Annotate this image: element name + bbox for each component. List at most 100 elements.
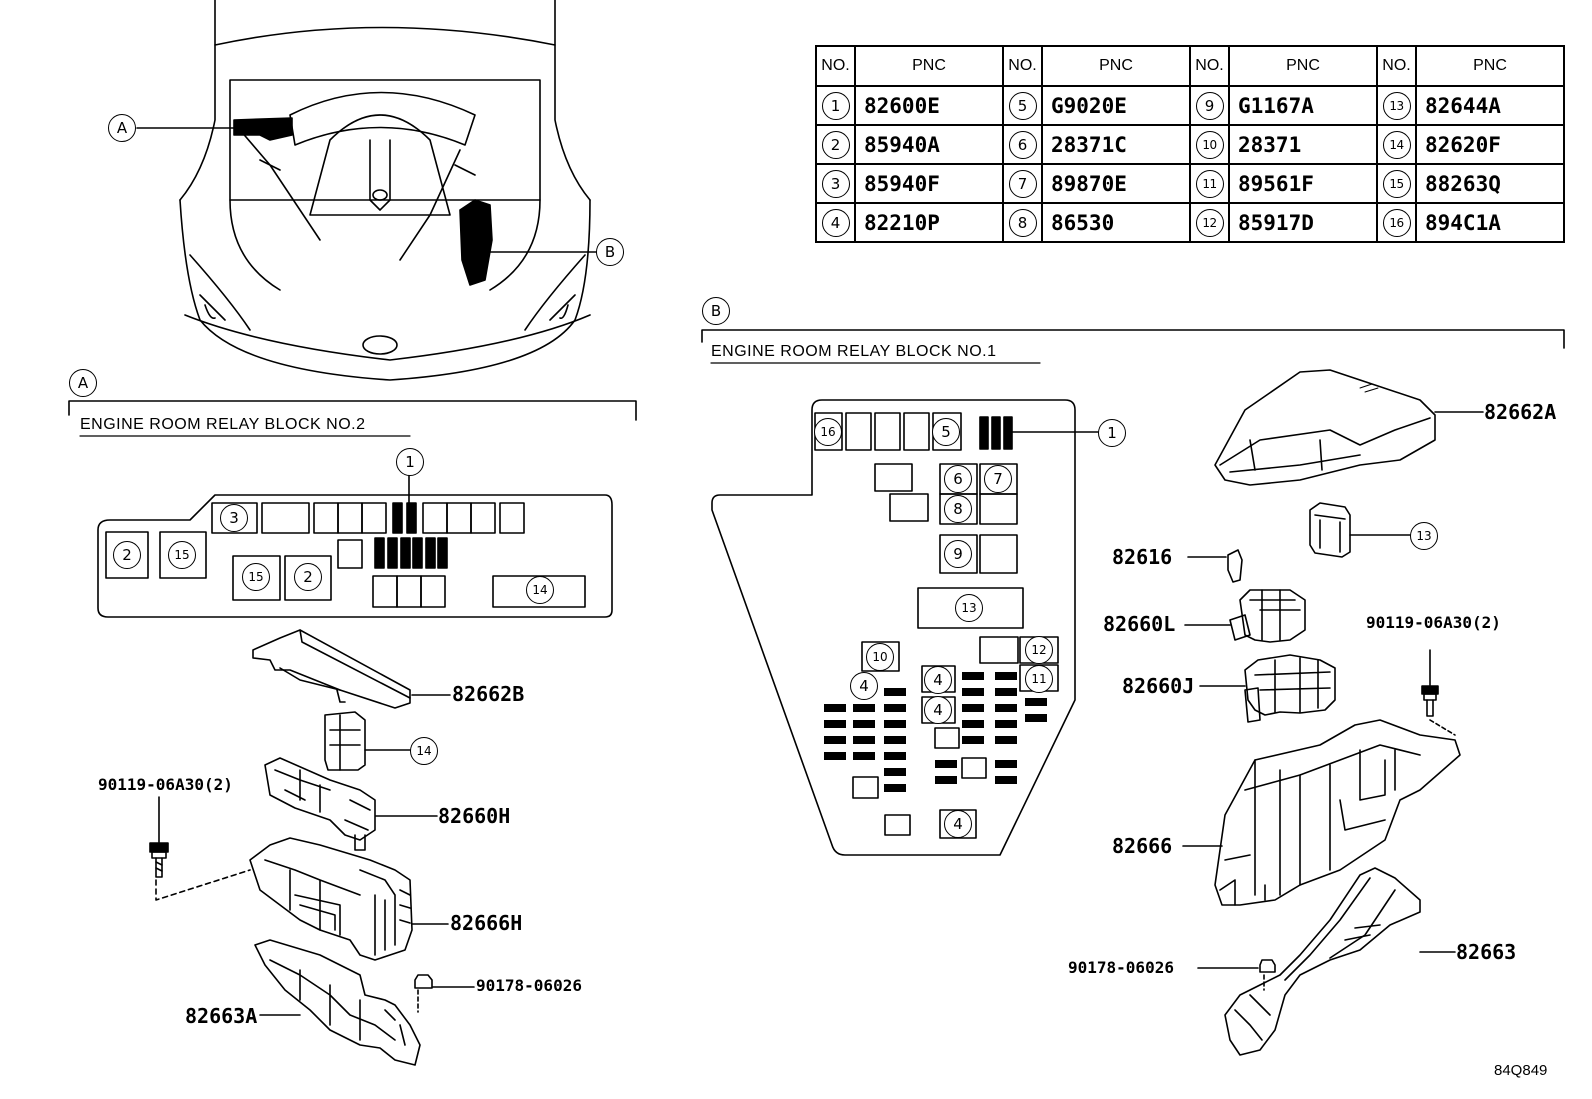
pnc-code: 85940A — [854, 124, 1004, 165]
block-callout: 7 — [984, 465, 1012, 493]
block-callout: 1 — [1098, 419, 1126, 447]
part-number-cover: 82662A — [1484, 400, 1557, 424]
part-number-block-l: 82660L — [1103, 612, 1176, 636]
item-number: 7 — [1008, 169, 1037, 198]
part-number-block: 82660H — [438, 804, 511, 828]
header-no: NO. — [1002, 45, 1043, 87]
section-a-title: ENGINE ROOM RELAY BLOCK NO.2 — [80, 416, 366, 433]
pnc-code: 28371 — [1228, 124, 1378, 165]
location-a-callout: A — [108, 114, 136, 142]
item-number: 2 — [821, 130, 850, 159]
location-b-callout: B — [596, 238, 624, 266]
part-callout-14: 14 — [410, 737, 438, 765]
block-callout: 8 — [944, 495, 972, 523]
pnc-code: 85940F — [854, 163, 1004, 204]
table-row: 2 85940A 6 28371C 10 28371 14 82620F — [815, 124, 1565, 165]
relay-block-1-parts — [1182, 369, 1484, 1056]
item-number: 6 — [1008, 130, 1037, 159]
pnc-code: 82620F — [1415, 124, 1565, 165]
block-callout: 16 — [814, 418, 842, 446]
item-number: 3 — [821, 169, 850, 198]
section-b-marker: B — [702, 297, 730, 325]
pnc-code: 89870E — [1041, 163, 1191, 204]
relay-block-2-parts — [149, 629, 475, 1066]
part-number-cover: 82662B — [452, 682, 525, 706]
item-number: 14 — [1382, 130, 1411, 159]
pnc-code: G9020E — [1041, 85, 1191, 126]
block-callout: 4 — [944, 810, 972, 838]
block-callout: 5 — [932, 418, 960, 446]
block-callout: 13 — [955, 594, 983, 622]
item-number: 9 — [1195, 91, 1224, 120]
illustration-id: 84Q849 — [1494, 1062, 1548, 1079]
header-no: NO. — [815, 45, 856, 87]
header-pnc: PNC — [854, 45, 1004, 87]
item-number: 12 — [1195, 208, 1224, 237]
part-number-housing: 82666 — [1112, 834, 1173, 858]
part-number-block-j: 82660J — [1122, 674, 1195, 698]
pnc-table: NO. PNC NO. PNC NO. PNC NO. PNC 1 82600E… — [815, 45, 1565, 243]
section-a-marker: A — [69, 369, 97, 397]
part-number-bolt: 90119-06A30(2) — [1366, 613, 1501, 632]
pnc-code: G1167A — [1228, 85, 1378, 126]
section-b-frame — [701, 329, 1565, 364]
pnc-code: 89561F — [1228, 163, 1378, 204]
section-b-title: ENGINE ROOM RELAY BLOCK NO.1 — [711, 343, 997, 360]
block-callout: 4 — [924, 696, 952, 724]
item-number: 15 — [1382, 169, 1411, 198]
block-callout: 10 — [866, 643, 894, 671]
part-number-bracket: 82663 — [1456, 940, 1517, 964]
section-a-frame — [68, 400, 637, 437]
part-callout-13: 13 — [1410, 522, 1438, 550]
part-number-bolt: 90119-06A30(2) — [98, 775, 233, 794]
header-no: NO. — [1189, 45, 1230, 87]
block-callout: 12 — [1025, 636, 1053, 664]
item-number: 11 — [1195, 169, 1224, 198]
part-number-nut: 90178-06026 — [1068, 958, 1174, 977]
item-number: 4 — [821, 208, 850, 237]
item-number: 10 — [1195, 130, 1224, 159]
item-number: 5 — [1008, 91, 1037, 120]
pnc-code: 894C1A — [1415, 202, 1565, 243]
pnc-code: 82210P — [854, 202, 1004, 243]
header-pnc: PNC — [1415, 45, 1565, 87]
header-no: NO. — [1376, 45, 1417, 87]
block-callout: 2 — [113, 541, 141, 569]
header-pnc: PNC — [1228, 45, 1378, 87]
item-number: 8 — [1008, 208, 1037, 237]
pnc-code: 82644A — [1415, 85, 1565, 126]
block-callout: 1 — [396, 448, 424, 476]
relay-block-1-layout — [711, 399, 1099, 856]
item-number: 1 — [821, 91, 850, 120]
part-number-nut: 90178-06026 — [476, 976, 582, 995]
table-row: 4 82210P 8 86530 12 85917D 16 894C1A — [815, 202, 1565, 243]
pnc-code: 86530 — [1041, 202, 1191, 243]
block-callout: 9 — [944, 540, 972, 568]
block-callout: 15 — [242, 563, 270, 591]
part-number-housing: 82666H — [450, 911, 523, 935]
item-number: 16 — [1382, 208, 1411, 237]
relay-block-2-layout — [97, 474, 613, 618]
table-header-row: NO. PNC NO. PNC NO. PNC NO. PNC — [815, 45, 1565, 87]
table-row: 3 85940F 7 89870E 11 89561F 15 88263Q — [815, 163, 1565, 204]
block-callout: 6 — [944, 465, 972, 493]
header-pnc: PNC — [1041, 45, 1191, 87]
part-number-bracket: 82663A — [185, 1004, 258, 1028]
item-number: 13 — [1382, 91, 1411, 120]
part-number-clip: 82616 — [1112, 545, 1173, 569]
block-callout: 3 — [220, 504, 248, 532]
vehicle-top-view — [136, 0, 603, 381]
block-callout: 11 — [1025, 665, 1053, 693]
pnc-code: 85917D — [1228, 202, 1378, 243]
block-callout: 4 — [924, 666, 952, 694]
block-callout: 14 — [526, 576, 554, 604]
block-callout: 4 — [850, 672, 878, 700]
pnc-code: 82600E — [854, 85, 1004, 126]
block-callout: 2 — [294, 563, 322, 591]
block-callout: 15 — [168, 541, 196, 569]
pnc-code: 88263Q — [1415, 163, 1565, 204]
pnc-code: 28371C — [1041, 124, 1191, 165]
table-row: 1 82600E 5 G9020E 9 G1167A 13 82644A — [815, 85, 1565, 126]
